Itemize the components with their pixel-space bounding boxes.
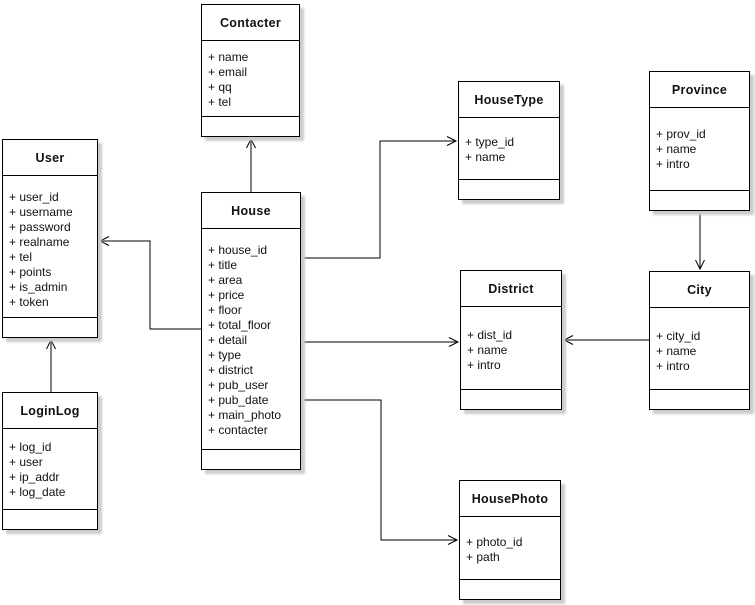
attribute-row: + name bbox=[656, 344, 697, 358]
entity-title-contacter: Contacter bbox=[202, 5, 299, 41]
entity-city[interactable]: City + city_id+ name+ intro bbox=[649, 271, 750, 410]
attribute-row: + name bbox=[208, 50, 249, 64]
attribute-row: + tel bbox=[208, 95, 232, 109]
entity-footer-housetype bbox=[459, 179, 559, 199]
attribute-row: + ip_addr bbox=[9, 470, 60, 484]
entity-attrs-province: + prov_id+ name+ intro bbox=[650, 108, 749, 190]
attribute-row: + total_floor bbox=[208, 318, 272, 332]
entity-footer-house bbox=[202, 449, 300, 469]
attribute-row: + is_admin bbox=[9, 280, 68, 294]
entity-attrs-house: + house_id+ title+ area+ price+ floor+ t… bbox=[202, 229, 300, 449]
entity-attrs-city: + city_id+ name+ intro bbox=[650, 308, 749, 389]
entity-footer-contacter bbox=[202, 116, 299, 136]
attribute-row: + pub_user bbox=[208, 378, 269, 392]
attribute-row: + floor bbox=[208, 303, 242, 317]
attribute-row: + main_photo bbox=[208, 408, 282, 422]
attribute-row: + area bbox=[208, 273, 243, 287]
attribute-row: + contacter bbox=[208, 423, 268, 437]
entity-title-housetype: HouseType bbox=[459, 82, 559, 118]
attribute-row: + pub_date bbox=[208, 393, 269, 407]
attribute-row: + password bbox=[9, 220, 71, 234]
attribute-row: + type bbox=[208, 348, 242, 362]
attribute-row: + realname bbox=[9, 235, 70, 249]
entity-housephoto[interactable]: HousePhoto + photo_id+ path bbox=[459, 480, 561, 600]
attribute-row: + district bbox=[208, 363, 254, 377]
attribute-row: + email bbox=[208, 65, 248, 79]
attribute-row: + path bbox=[466, 550, 500, 564]
entity-title-district: District bbox=[461, 271, 561, 307]
relationship-house-to-user bbox=[98, 236, 201, 330]
entity-attrs-contacter: + name+ email+ qq+ tel bbox=[202, 41, 299, 116]
entity-district[interactable]: District + dist_id+ name+ intro bbox=[460, 270, 562, 410]
attribute-row: + city_id bbox=[656, 329, 701, 343]
attribute-row: + intro bbox=[656, 359, 690, 373]
attribute-row: + token bbox=[9, 295, 49, 309]
attribute-row: + prov_id bbox=[656, 127, 706, 141]
attribute-row: + name bbox=[465, 150, 506, 164]
entity-contacter[interactable]: Contacter + name+ email+ qq+ tel bbox=[201, 4, 300, 137]
attribute-row: + user bbox=[9, 455, 43, 469]
relationship-house-to-housephoto bbox=[301, 399, 459, 545]
entity-title-house: House bbox=[202, 193, 300, 229]
entity-footer-city bbox=[650, 389, 749, 409]
entity-title-province: Province bbox=[650, 72, 749, 108]
entity-housetype[interactable]: HouseType + type_id+ name bbox=[458, 81, 560, 200]
entity-attrs-district: + dist_id+ name+ intro bbox=[461, 307, 561, 389]
attribute-row: + tel bbox=[9, 250, 33, 264]
entity-footer-user bbox=[3, 317, 97, 337]
relationship-house-to-housetype bbox=[301, 136, 458, 259]
attribute-row: + user_id bbox=[9, 190, 59, 204]
entity-footer-loginlog bbox=[3, 509, 97, 529]
entity-footer-housephoto bbox=[460, 579, 560, 599]
entity-title-city: City bbox=[650, 272, 749, 308]
entity-title-user: User bbox=[3, 140, 97, 176]
attribute-row: + log_id bbox=[9, 440, 52, 454]
entity-attrs-loginlog: + log_id+ user+ ip_addr+ log_date bbox=[3, 429, 97, 509]
attribute-row: + price bbox=[208, 288, 245, 302]
attribute-row: + name bbox=[467, 343, 508, 357]
attribute-row: + photo_id bbox=[466, 535, 523, 549]
entity-attrs-housephoto: + photo_id+ path bbox=[460, 517, 560, 579]
entity-attrs-user: + user_id+ username+ password+ realname+… bbox=[3, 176, 97, 317]
entity-attrs-housetype: + type_id+ name bbox=[459, 118, 559, 179]
attribute-row: + title bbox=[208, 258, 238, 272]
attribute-row: + intro bbox=[656, 157, 690, 171]
attribute-row: + username bbox=[9, 205, 73, 219]
entity-user[interactable]: User + user_id+ username+ password+ real… bbox=[2, 139, 98, 338]
entity-province[interactable]: Province + prov_id+ name+ intro bbox=[649, 71, 750, 211]
attribute-row: + log_date bbox=[9, 485, 66, 499]
attribute-row: + qq bbox=[208, 80, 232, 94]
entity-house[interactable]: House + house_id+ title+ area+ price+ fl… bbox=[201, 192, 301, 470]
attribute-row: + house_id bbox=[208, 243, 268, 257]
attribute-row: + name bbox=[656, 142, 697, 156]
attribute-row: + intro bbox=[467, 358, 501, 372]
entity-loginlog[interactable]: LoginLog + log_id+ user+ ip_addr+ log_da… bbox=[2, 392, 98, 530]
entity-title-loginlog: LoginLog bbox=[3, 393, 97, 429]
attribute-row: + dist_id bbox=[467, 328, 513, 342]
entity-footer-district bbox=[461, 389, 561, 409]
entity-footer-province bbox=[650, 190, 749, 210]
attribute-row: + points bbox=[9, 265, 52, 279]
attribute-row: + detail bbox=[208, 333, 248, 347]
attribute-row: + type_id bbox=[465, 135, 515, 149]
entity-title-housephoto: HousePhoto bbox=[460, 481, 560, 517]
